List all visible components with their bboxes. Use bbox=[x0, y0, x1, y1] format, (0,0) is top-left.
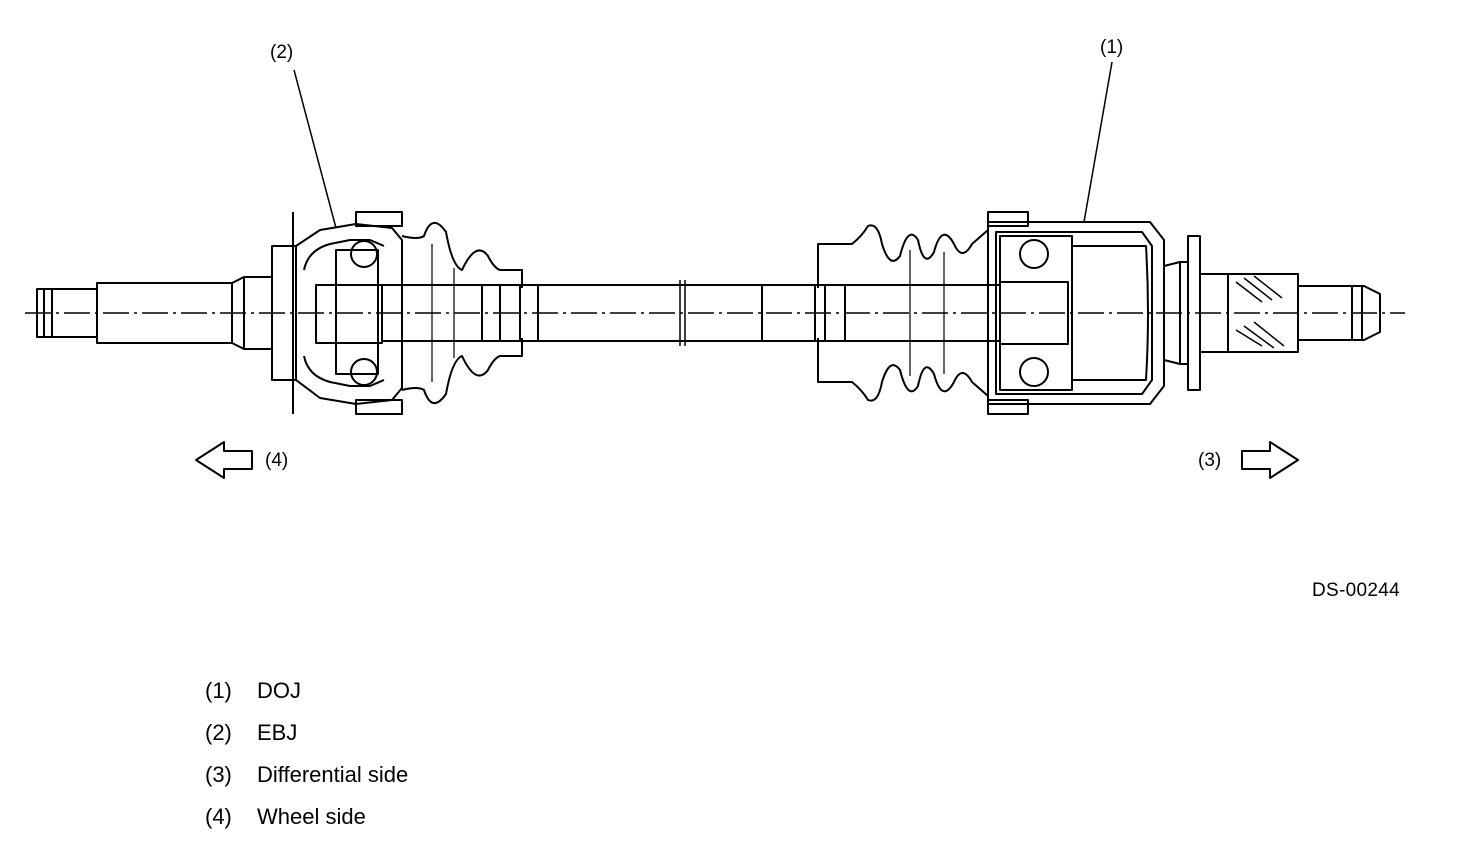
differential-side-boot bbox=[817, 224, 989, 402]
legend-text: DOJ bbox=[257, 678, 301, 703]
callout-wheel-side: (4) bbox=[265, 450, 288, 471]
legend-number: (4) bbox=[205, 804, 232, 829]
wheel-side-boot bbox=[401, 222, 523, 404]
intermediate-shaft bbox=[382, 280, 1000, 346]
leader-line-ebj bbox=[293, 69, 337, 229]
leader-line-doj bbox=[1083, 61, 1113, 223]
legend-item: (3) Differential side bbox=[205, 754, 408, 796]
differential-side-arrow-icon bbox=[1241, 441, 1299, 479]
legend-item: (2) EBJ bbox=[205, 712, 408, 754]
legend-item: (4) Wheel side bbox=[205, 796, 408, 838]
legend-item: (1) DOJ bbox=[205, 670, 408, 712]
legend-text: EBJ bbox=[257, 720, 298, 745]
doj-joint bbox=[987, 211, 1165, 415]
differential-side-spline-shaft bbox=[1163, 235, 1381, 391]
callout-ebj: (2) bbox=[270, 42, 293, 63]
legend-number: (3) bbox=[205, 762, 232, 787]
legend-number: (2) bbox=[205, 720, 232, 745]
callout-differential-side: (3) bbox=[1198, 450, 1221, 471]
wheel-side-arrow-icon bbox=[195, 441, 253, 479]
figure-id: DS-00244 bbox=[1312, 580, 1400, 601]
legend: (1) DOJ (2) EBJ (3) Differential side (4… bbox=[205, 670, 408, 838]
callout-doj: (1) bbox=[1100, 37, 1123, 58]
legend-text: Differential side bbox=[257, 762, 409, 787]
ebj-joint bbox=[271, 211, 403, 415]
legend-text: Wheel side bbox=[257, 804, 366, 829]
legend-number: (1) bbox=[205, 678, 232, 703]
